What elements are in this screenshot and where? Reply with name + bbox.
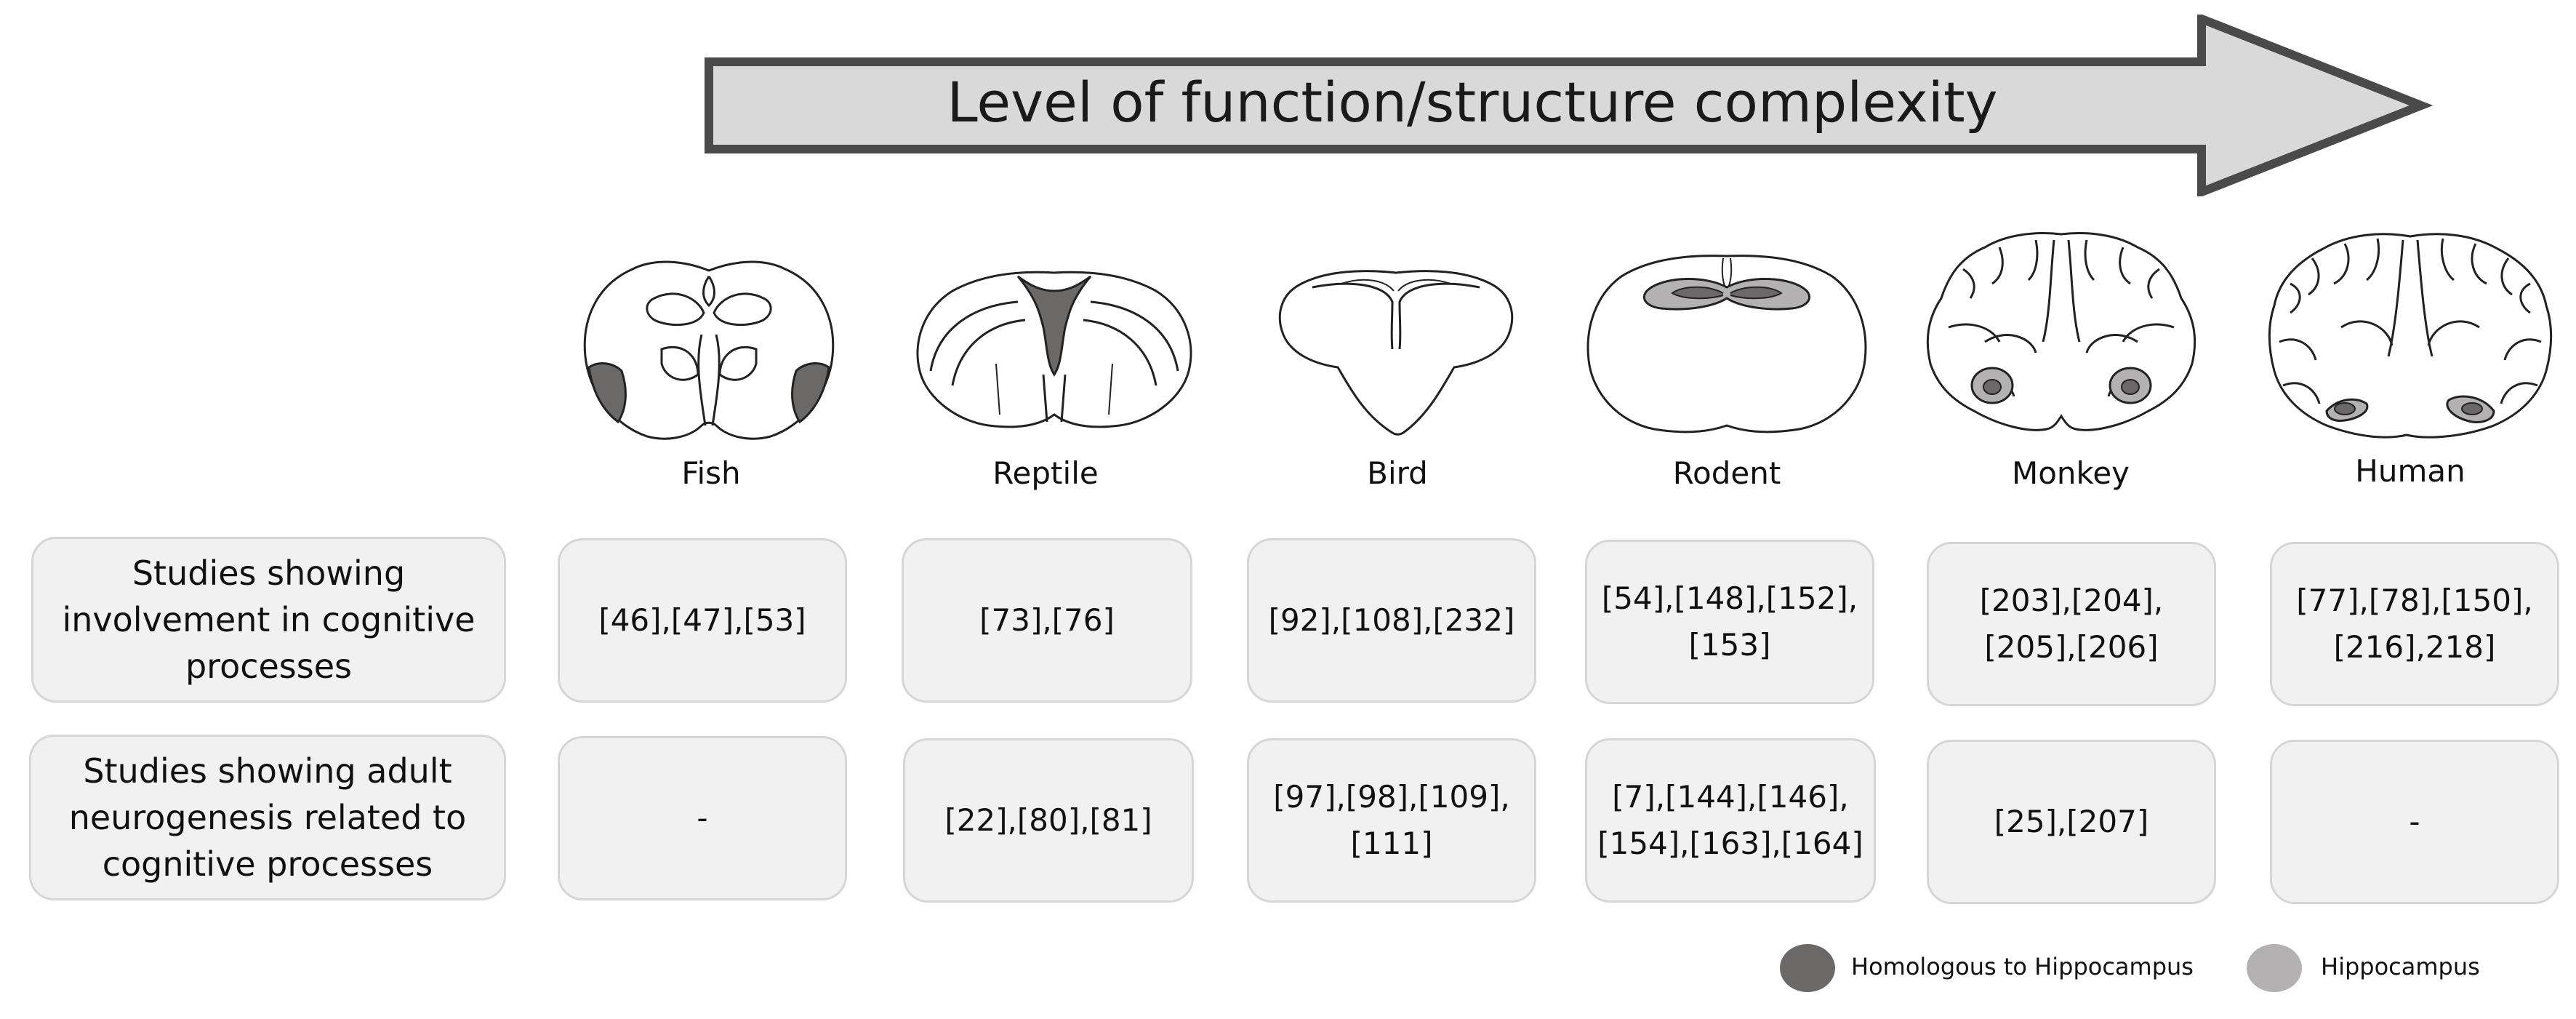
cell-neurogenesis-monkey: [25],[207] xyxy=(1927,740,2216,904)
bird-brain-icon xyxy=(1278,270,1514,436)
monkey-brain-icon xyxy=(1926,232,2196,431)
reptile-brain-icon xyxy=(916,271,1192,428)
complexity-arrow-title: Level of function/structure complexity xyxy=(947,69,1998,135)
species-label-reptile: Reptile xyxy=(992,455,1099,491)
human-brain-icon xyxy=(2268,233,2553,439)
complexity-arrow xyxy=(705,15,2433,196)
cell-neurogenesis-human: - xyxy=(2270,740,2559,904)
cell-neurogenesis-bird: [97],[98],[109], [111] xyxy=(1247,738,1536,903)
cell-cognitive-reptile: [73],[76] xyxy=(902,538,1192,703)
species-label-bird: Bird xyxy=(1367,455,1428,491)
fish-brain-icon xyxy=(583,260,835,440)
cell-cognitive-bird: [92],[108],[232] xyxy=(1247,538,1536,703)
species-label-monkey: Monkey xyxy=(2011,455,2130,491)
legend-hippocampus-swatch xyxy=(2247,944,2302,992)
cell-neurogenesis-reptile: [22],[80],[81] xyxy=(903,738,1194,903)
cell-cognitive-monkey: [203],[204], [205],[206] xyxy=(1927,542,2216,706)
cell-neurogenesis-rodent: [7],[144],[146], [154],[163],[164] xyxy=(1585,738,1876,903)
cell-neurogenesis-fish: - xyxy=(558,736,847,900)
cell-cognitive-rodent: [54],[148],[152], [153] xyxy=(1585,540,1874,704)
legend-hippocampus-label: Hippocampus xyxy=(2321,953,2480,980)
legend-homologous-swatch xyxy=(1780,944,1835,992)
species-label-fish: Fish xyxy=(681,455,741,491)
species-label-human: Human xyxy=(2355,452,2465,489)
row-header-adult-neurogenesis: Studies showing adult neurogenesis relat… xyxy=(29,735,506,900)
rodent-brain-icon xyxy=(1586,255,1867,433)
row-header-cognitive-involvement: Studies showing involvement in cognitive… xyxy=(31,537,506,703)
legend-homologous-label: Homologous to Hippocampus xyxy=(1851,953,2194,980)
cell-cognitive-fish: [46],[47],[53] xyxy=(558,538,847,703)
cell-cognitive-human: [77],[78],[150], [216],218] xyxy=(2270,542,2559,706)
species-label-rodent: Rodent xyxy=(1672,455,1781,491)
